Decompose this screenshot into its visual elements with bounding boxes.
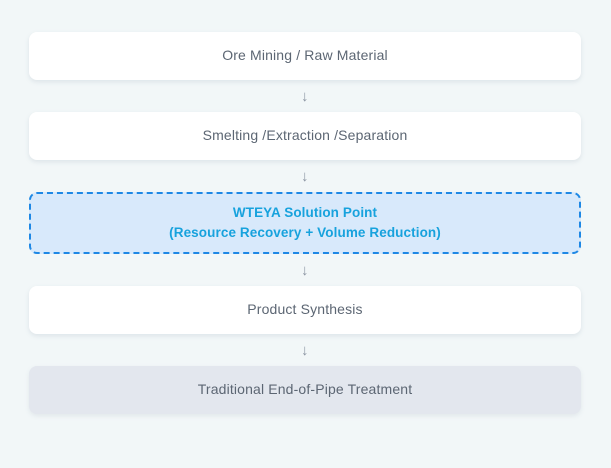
flow-node-product-synthesis: Product Synthesis bbox=[29, 286, 581, 334]
arrow-down-icon: ↓ bbox=[301, 261, 309, 279]
connector-3: ↓ bbox=[29, 254, 581, 286]
wteya-title: WTEYA Solution Point bbox=[232, 204, 378, 220]
wteya-subtitle: (Resource Recovery + Volume Reduction) bbox=[169, 225, 441, 240]
flow-node-label: Ore Mining / Raw Material bbox=[222, 47, 388, 64]
arrow-down-icon: ↓ bbox=[301, 167, 309, 185]
connector-1: ↓ bbox=[29, 80, 581, 112]
flow-node-traditional-end-of-pipe: Traditional End-of-Pipe Treatment bbox=[29, 366, 581, 414]
arrow-down-icon: ↓ bbox=[301, 87, 309, 105]
connector-2: ↓ bbox=[29, 160, 581, 192]
flow-node-smelting: Smelting /Extraction /Separation bbox=[29, 112, 581, 160]
flow-node-wteya-solution-point: WTEYA Solution Point (Resource Recovery … bbox=[29, 192, 581, 254]
flow-node-ore-mining: Ore Mining / Raw Material bbox=[29, 32, 581, 80]
flow-node-label: Traditional End-of-Pipe Treatment bbox=[197, 381, 413, 398]
flow-node-label: Smelting /Extraction /Separation bbox=[202, 127, 408, 144]
flow-node-label: Product Synthesis bbox=[247, 301, 363, 318]
connector-4: ↓ bbox=[29, 334, 581, 366]
arrow-down-icon: ↓ bbox=[301, 341, 309, 359]
